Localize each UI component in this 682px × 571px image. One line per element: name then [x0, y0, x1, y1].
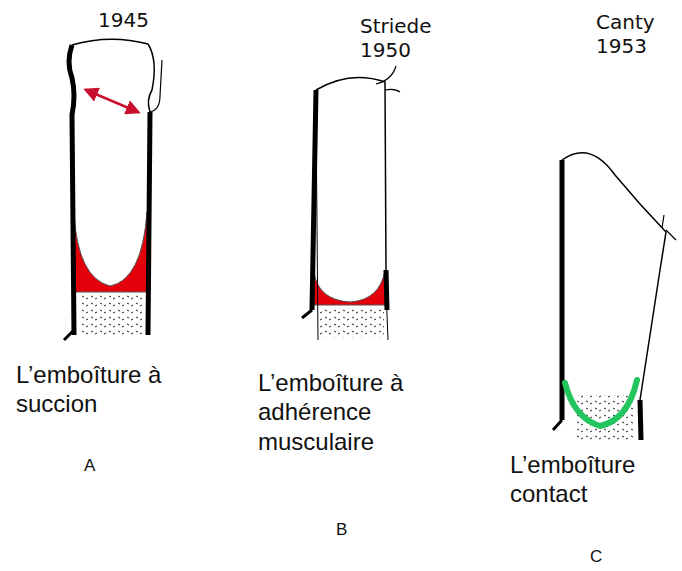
author-year-label: Canty 1953 [596, 10, 676, 59]
panel-letter: A [84, 456, 114, 477]
socket-a [64, 39, 162, 340]
socket-caption: L’emboîture à succion [16, 360, 216, 419]
year-label: 1945 [98, 8, 178, 32]
socket-caption: L’emboîture à adhérence musculaire [258, 368, 448, 456]
socket-b [302, 66, 400, 340]
panel-letter: B [336, 520, 366, 541]
socket-c [553, 153, 676, 440]
socket-caption: L’emboîture contact [510, 450, 660, 509]
author-year-label: Striede 1950 [360, 14, 440, 63]
panel-letter: C [590, 547, 620, 568]
